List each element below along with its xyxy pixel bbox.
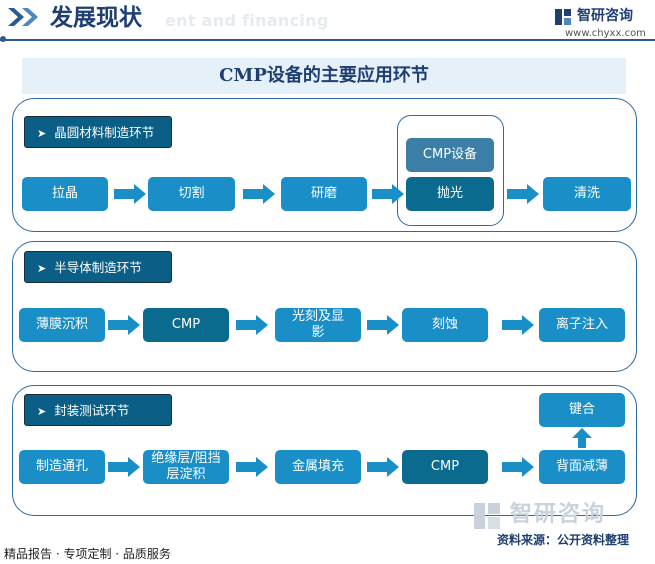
source-note: 资料来源：公开资料整理 xyxy=(497,533,630,547)
section-tag-label: 晶圆材料制造环节 xyxy=(54,125,155,140)
flow-arrow-icon xyxy=(236,457,268,477)
arrow-right-icon: ➤ xyxy=(37,262,47,275)
section-tag-packaging: ➤ 封装测试环节 xyxy=(24,394,172,426)
flow-arrow-icon xyxy=(367,457,399,477)
watermark-logo-icon xyxy=(474,503,500,529)
diagram-title: CMP设备的主要应用环节 xyxy=(219,65,429,86)
flow-arrow-icon xyxy=(114,184,146,204)
brand-name: 智研咨询 xyxy=(577,8,633,24)
flow-arrow-icon xyxy=(108,457,140,477)
flow-arrow-icon xyxy=(502,457,534,477)
flow-arrow-icon xyxy=(507,184,539,204)
footer-slogan: 精品报告 · 专项定制 · 品质服务 xyxy=(4,547,171,561)
section-tag-semiconductor: ➤ 半导体制造环节 xyxy=(24,251,172,283)
up-arrow-icon xyxy=(572,428,592,448)
step-box: 背面减薄 xyxy=(539,450,625,484)
flow-arrow-icon xyxy=(243,184,275,204)
brand-url[interactable]: www.chyxx.com xyxy=(565,28,646,39)
section-tag-wafer: ➤ 晶圆材料制造环节 xyxy=(24,116,172,148)
double-chevron-icon xyxy=(8,8,38,26)
section-tag-label: 封装测试环节 xyxy=(54,403,130,418)
step-box: 光刻及显影 xyxy=(275,308,361,342)
step-box: 键合 xyxy=(539,393,625,427)
step-box: 切割 xyxy=(148,177,235,211)
step-box: 薄膜沉积 xyxy=(19,308,105,342)
step-box: 刻蚀 xyxy=(402,308,488,342)
step-box: 抛光 xyxy=(406,177,494,211)
divider-dot xyxy=(0,36,6,42)
page-title: 发展现状 xyxy=(50,5,142,31)
flow-arrow-icon xyxy=(367,315,399,335)
flow-arrow-icon xyxy=(108,315,140,335)
flow-arrow-icon xyxy=(236,315,268,335)
step-box: 离子注入 xyxy=(539,308,625,342)
step-box: 绝缘层/阻挡层淀积 xyxy=(143,450,229,484)
step-box: 金属填充 xyxy=(275,450,361,484)
watermark-text: ent and financing xyxy=(165,11,329,30)
step-box: 清洗 xyxy=(543,177,631,211)
flow-arrow-icon xyxy=(372,184,404,204)
brand-logo-icon xyxy=(555,9,571,25)
step-box: CMP xyxy=(143,308,229,342)
arrow-right-icon: ➤ xyxy=(37,127,47,140)
step-box: CMP xyxy=(402,450,488,484)
flow-arrow-icon xyxy=(502,315,534,335)
section-tag-label: 半导体制造环节 xyxy=(54,260,142,275)
watermark-brand: 智研咨询 xyxy=(510,502,607,527)
header-divider xyxy=(0,39,655,41)
step-box: 拉晶 xyxy=(22,177,108,211)
cmp-device-box: CMP设备 xyxy=(406,138,494,172)
arrow-right-icon: ➤ xyxy=(37,405,47,418)
main-title-band xyxy=(22,58,626,94)
step-box: 制造通孔 xyxy=(19,450,105,484)
step-box: 研磨 xyxy=(281,177,367,211)
